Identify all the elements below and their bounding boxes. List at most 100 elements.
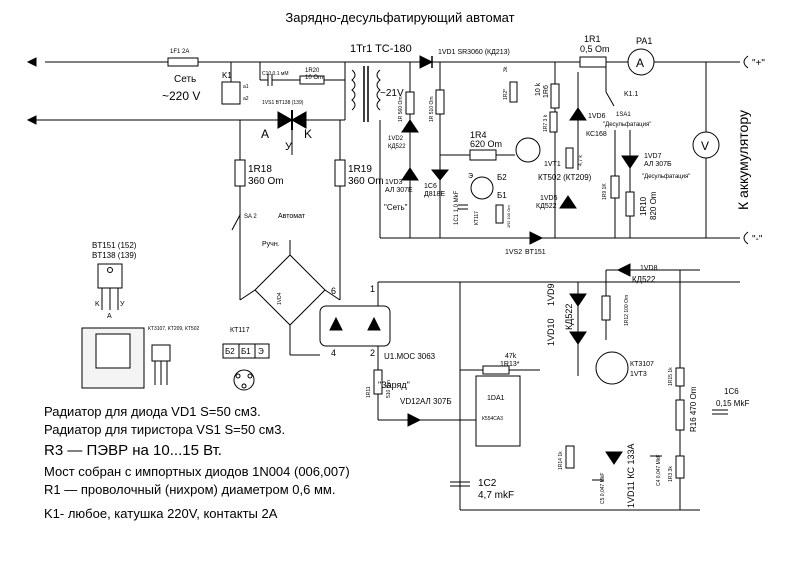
relay-a2-label: a2 <box>243 96 249 102</box>
r19-label: 1R19 <box>348 164 372 175</box>
r6-label: 1R6 <box>543 85 550 98</box>
note-k1: K1- любое, катушка 220V, контакты 2А <box>44 506 278 521</box>
r3-label: 1R 510 Om <box>429 96 435 122</box>
da1-type: К554СА3 <box>482 416 503 422</box>
vd11-label: 1VD11 КС 133А <box>626 443 636 508</box>
to-battery-label: К аккумулятору <box>735 110 751 210</box>
diode-vd8-icon <box>616 263 631 277</box>
transistor-vt1-icon <box>515 137 541 163</box>
kt117-title: КТ117 <box>230 327 250 334</box>
kt-title: КТ3107, КТ209, КТ502 <box>148 326 199 332</box>
switch-sa2-icon <box>231 214 241 231</box>
vd2-type: КД522 <box>388 144 406 150</box>
resistor-r18 <box>234 159 246 187</box>
r19-value: 360 Om <box>348 176 384 187</box>
zener-d818-icon <box>430 169 450 181</box>
r4-value: 620 Om <box>470 139 502 149</box>
note-radiator-vd1: Радиатор для диода VD1 S=50 см3. <box>44 404 261 419</box>
vd7-label: 1VD7 <box>644 153 662 160</box>
resistor-r4 <box>469 149 497 161</box>
diagram-title: Зарядно-десульфатирующий автомат <box>285 10 514 25</box>
opto-pin2: 2 <box>370 348 375 358</box>
transformer-primary-coil <box>351 69 356 111</box>
r1-label: 1R1 <box>584 34 601 44</box>
r20-label: 1R20 <box>305 68 320 74</box>
switch-k11-icon <box>605 91 615 107</box>
zener-vd11-icon <box>605 451 623 465</box>
r4-label: 1R4 <box>470 130 487 140</box>
terminal-plus-icon <box>743 55 749 69</box>
r6-value: 10 k <box>535 82 542 96</box>
ammeter-symbol: A <box>636 56 644 70</box>
c4-label: C4 0,047 MkF <box>656 455 662 486</box>
terminal-plus-label: "+" <box>752 58 765 69</box>
r20-value: 10 Om <box>305 75 323 81</box>
vt1-type: КТ502 (КТ209) <box>538 173 592 182</box>
r13-value: 47k <box>505 353 517 360</box>
note-bridge: Мост собран с импортных диодов 1N004 (00… <box>44 464 350 479</box>
vd2-label: 1VD2 <box>388 136 404 142</box>
kt117-pin-e: Э <box>258 347 264 356</box>
r5-label: 1R 560 Om <box>398 96 404 122</box>
transistor-kt117-icon <box>470 176 494 200</box>
optocoupler-u1 <box>319 305 391 347</box>
relay-k1-coil <box>221 81 241 105</box>
vd7-type: АЛ 307Б <box>644 161 672 168</box>
c6-label: 1C6 <box>424 183 437 190</box>
pkg-sub: BT138 (139) <box>92 251 137 260</box>
note-radiator-vs1: Радиатор для тиристора VS1 S=50 см3. <box>44 422 286 437</box>
opto-pin1: 1 <box>370 284 375 294</box>
vd4-label: 1VD4 <box>277 292 283 305</box>
pin-y-label: У <box>285 141 293 153</box>
kt117-pin-dot1 <box>235 373 241 379</box>
resistor-r2 <box>495 204 504 224</box>
da1-label: 1DA1 <box>487 395 505 402</box>
comparator-da1 <box>475 375 521 447</box>
to220-package-icon <box>97 263 123 289</box>
c1-label: 1C1 1,0 MkF <box>454 190 460 225</box>
sa1-label: 1SA1 <box>616 112 631 118</box>
resistor-r3k <box>675 455 685 479</box>
vd7-name: "Десульфатация" <box>642 174 690 180</box>
pin-k-label: K <box>304 127 312 141</box>
kt117-pin-b1: Б1 <box>241 347 251 356</box>
charge-led-name: "Заряд" <box>378 380 410 390</box>
vd8-type: КД522 <box>632 275 656 284</box>
r12-label: 1R12 100 Om <box>624 295 630 326</box>
r15-label: 1R15 1k <box>668 367 674 386</box>
d818-label: Д818Е <box>424 191 445 198</box>
resistor-r5 <box>405 91 415 115</box>
r10-value: 820 Om <box>649 191 658 220</box>
r10-label: 1R10 <box>639 196 648 216</box>
diode-vd9-icon <box>569 293 587 307</box>
sa2-label: SA 2 <box>244 214 257 220</box>
resistor-r19 <box>334 159 346 187</box>
resistor-r6 <box>550 83 560 109</box>
sa2-auto-label: Автомат <box>278 213 306 220</box>
opto-led-icon <box>329 316 343 331</box>
resistor-r9 <box>610 175 620 199</box>
fuse-symbol <box>167 57 199 67</box>
kt117-b2: Б2 <box>497 173 507 182</box>
pkg-pin-y: У <box>120 301 125 308</box>
resistor-r13 <box>482 365 510 375</box>
relay-k1-label: K1 <box>222 71 232 80</box>
c2-value: 4,7 mkF <box>478 490 514 501</box>
r2k-label: 1R2* <box>503 89 509 100</box>
transformer-label: 1Tr1 TC-180 <box>350 43 412 55</box>
resistor-r10 <box>625 191 635 217</box>
opto-pin4: 4 <box>331 348 336 358</box>
vd6-label: 1VD6 <box>588 113 606 120</box>
vd9-label: 1VD9 <box>546 283 556 306</box>
resistor-r3 <box>435 89 445 115</box>
vd8-label: 1VD8 <box>640 265 658 272</box>
led-vd3-icon <box>401 167 419 181</box>
vd1-label: 1VD1 SR3060 (КД213) <box>438 49 510 56</box>
wire-bridge-l <box>239 289 256 301</box>
r18-label: 1R18 <box>248 164 272 175</box>
c10-label: C10 0.1 мМ <box>262 71 289 77</box>
to220-hole <box>107 267 113 273</box>
r13-label: 1R13* <box>500 361 520 368</box>
